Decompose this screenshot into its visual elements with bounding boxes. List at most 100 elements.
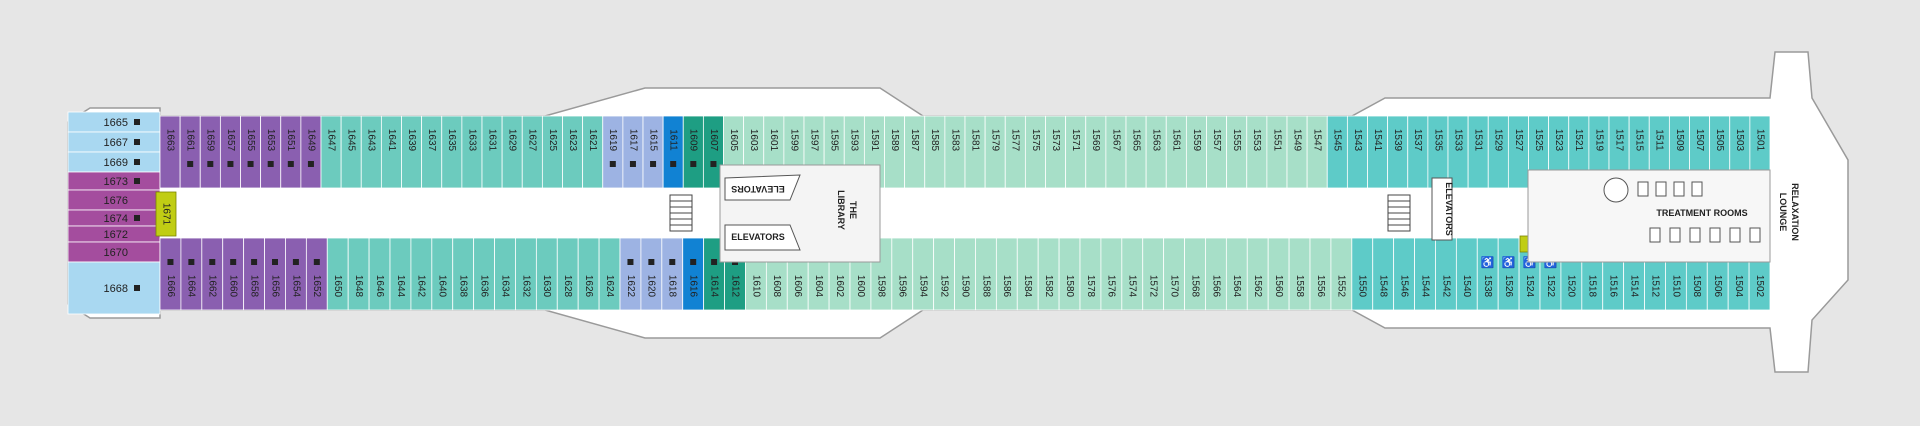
top-cabin[interactable]: 1611 xyxy=(662,115,684,189)
top-cabin[interactable]: 1537 xyxy=(1407,115,1429,189)
bottom-cabin[interactable]: 1578 xyxy=(1079,237,1102,311)
bottom-cabin[interactable]: 1616 xyxy=(682,237,705,311)
aft-cabin[interactable]: 1674 xyxy=(67,209,161,227)
aft-cabin[interactable]: 1665 xyxy=(67,111,161,133)
aft-cabin[interactable]: 1672 xyxy=(67,225,161,243)
top-cabin[interactable]: 1541 xyxy=(1367,115,1389,189)
top-cabin[interactable]: 1535 xyxy=(1427,115,1449,189)
top-cabin[interactable]: 1539 xyxy=(1387,115,1409,189)
bottom-cabin[interactable]: 1544 xyxy=(1414,237,1436,311)
top-cabin[interactable]: 1629 xyxy=(501,115,523,189)
top-cabin[interactable]: 1623 xyxy=(562,115,584,189)
top-cabin[interactable]: 1625 xyxy=(541,115,563,189)
top-cabin[interactable]: 1549 xyxy=(1286,115,1308,189)
top-cabin[interactable]: 1585 xyxy=(924,115,946,189)
bottom-cabin[interactable]: 1586 xyxy=(995,237,1018,311)
top-cabin[interactable]: 1583 xyxy=(944,115,966,189)
top-cabin[interactable]: 1567 xyxy=(1105,115,1127,189)
bottom-cabin[interactable]: 1526♿ xyxy=(1497,237,1520,311)
bottom-cabin[interactable]: 1564 xyxy=(1225,237,1248,311)
top-cabin[interactable]: 1587 xyxy=(904,115,926,189)
aft-cabin[interactable]: 1670 xyxy=(67,241,161,263)
top-cabin[interactable]: 1543 xyxy=(1346,115,1368,189)
bottom-cabin[interactable]: 1654 xyxy=(285,237,307,311)
bottom-cabin[interactable]: 1560 xyxy=(1267,237,1290,311)
bottom-cabin[interactable]: 1634 xyxy=(494,237,516,311)
bottom-cabin[interactable]: 1570 xyxy=(1163,237,1185,311)
bottom-cabin[interactable]: 1642 xyxy=(410,237,433,311)
bottom-cabin[interactable]: 1572 xyxy=(1142,237,1165,311)
top-cabin[interactable]: 1531 xyxy=(1467,115,1489,189)
top-cabin[interactable]: 1651 xyxy=(280,115,302,189)
special-cabin[interactable]: 1671 xyxy=(155,191,177,237)
top-cabin[interactable]: 1529 xyxy=(1487,115,1509,189)
bottom-cabin[interactable]: 1594 xyxy=(912,237,935,311)
bottom-cabin[interactable]: 1632 xyxy=(515,237,537,311)
top-cabin[interactable]: 1607 xyxy=(702,115,724,189)
bottom-cabin[interactable]: 1666 xyxy=(159,237,182,311)
bottom-cabin[interactable]: 1646 xyxy=(368,237,391,311)
top-cabin[interactable]: 1631 xyxy=(481,115,503,189)
top-cabin[interactable]: 1659 xyxy=(199,115,221,189)
top-cabin[interactable]: 1649 xyxy=(300,115,322,189)
top-cabin[interactable]: 1653 xyxy=(260,115,282,189)
bottom-cabin[interactable]: 1582 xyxy=(1037,237,1060,311)
bottom-cabin[interactable]: 1622 xyxy=(619,237,642,311)
top-cabin[interactable]: 1639 xyxy=(401,115,423,189)
bottom-cabin[interactable]: 1628 xyxy=(556,237,579,311)
bottom-cabin[interactable]: 1638 xyxy=(452,237,475,311)
top-cabin[interactable]: 1643 xyxy=(360,115,382,189)
top-cabin[interactable]: 1655 xyxy=(240,115,262,189)
bottom-cabin[interactable]: 1566 xyxy=(1205,237,1227,311)
top-cabin[interactable]: 1563 xyxy=(1145,115,1167,189)
top-cabin[interactable]: 1627 xyxy=(521,115,543,189)
top-cabin[interactable]: 1641 xyxy=(380,115,402,189)
bottom-cabin[interactable]: 1542 xyxy=(1435,237,1457,311)
aft-cabin[interactable]: 1676 xyxy=(67,189,161,211)
bottom-cabin[interactable]: 1648 xyxy=(347,237,370,311)
bottom-cabin[interactable]: 1624 xyxy=(598,237,621,311)
bottom-cabin[interactable]: 1662 xyxy=(201,237,224,311)
top-cabin[interactable]: 1621 xyxy=(582,115,604,189)
top-cabin[interactable]: 1569 xyxy=(1085,115,1107,189)
bottom-cabin[interactable]: 1596 xyxy=(891,237,914,311)
bottom-cabin[interactable]: 1630 xyxy=(535,237,558,311)
bottom-cabin[interactable]: 1574 xyxy=(1121,237,1144,311)
bottom-cabin[interactable]: 1540 xyxy=(1455,237,1478,311)
bottom-cabin[interactable]: 1550 xyxy=(1351,237,1374,311)
top-cabin[interactable]: 1555 xyxy=(1226,115,1248,189)
top-cabin[interactable]: 1561 xyxy=(1165,115,1187,189)
bottom-cabin[interactable]: 1552 xyxy=(1330,237,1353,311)
bottom-cabin[interactable]: 1664 xyxy=(180,237,203,311)
aft-cabin[interactable]: 1673 xyxy=(67,171,161,191)
top-cabin[interactable]: 1573 xyxy=(1045,115,1067,189)
bottom-cabin[interactable]: 1640 xyxy=(431,237,454,311)
bottom-cabin[interactable]: 1658 xyxy=(243,237,265,311)
top-cabin[interactable]: 1635 xyxy=(441,115,463,189)
top-cabin[interactable]: 1533 xyxy=(1447,115,1469,189)
bottom-cabin[interactable]: 1548 xyxy=(1372,237,1395,311)
bottom-cabin[interactable]: 1580 xyxy=(1058,237,1081,311)
bottom-cabin[interactable]: 1576 xyxy=(1100,237,1123,311)
top-cabin[interactable]: 1577 xyxy=(1004,115,1026,189)
top-cabin[interactable]: 1557 xyxy=(1206,115,1228,189)
bottom-cabin[interactable]: 1590 xyxy=(954,237,976,311)
bottom-cabin[interactable]: 1636 xyxy=(473,237,495,311)
top-cabin[interactable]: 1647 xyxy=(320,115,342,189)
bottom-cabin[interactable]: 1538♿ xyxy=(1476,237,1499,311)
top-cabin[interactable]: 1551 xyxy=(1266,115,1288,189)
top-cabin[interactable]: 1637 xyxy=(421,115,443,189)
bottom-cabin[interactable]: 1656 xyxy=(264,237,286,311)
bottom-cabin[interactable]: 1620 xyxy=(640,237,663,311)
top-cabin[interactable]: 1615 xyxy=(642,115,664,189)
top-cabin[interactable]: 1581 xyxy=(964,115,986,189)
bottom-cabin[interactable]: 1618 xyxy=(661,237,684,311)
aft-cabin[interactable]: 1669 xyxy=(67,151,161,173)
bottom-cabin[interactable]: 1546 xyxy=(1393,237,1415,311)
top-cabin[interactable]: 1633 xyxy=(461,115,483,189)
top-cabin[interactable]: 1527 xyxy=(1507,115,1529,189)
bottom-cabin[interactable]: 1558 xyxy=(1288,237,1311,311)
bottom-cabin[interactable]: 1556 xyxy=(1309,237,1332,311)
top-cabin[interactable]: 1547 xyxy=(1306,115,1328,189)
bottom-cabin[interactable]: 1588 xyxy=(975,237,997,311)
